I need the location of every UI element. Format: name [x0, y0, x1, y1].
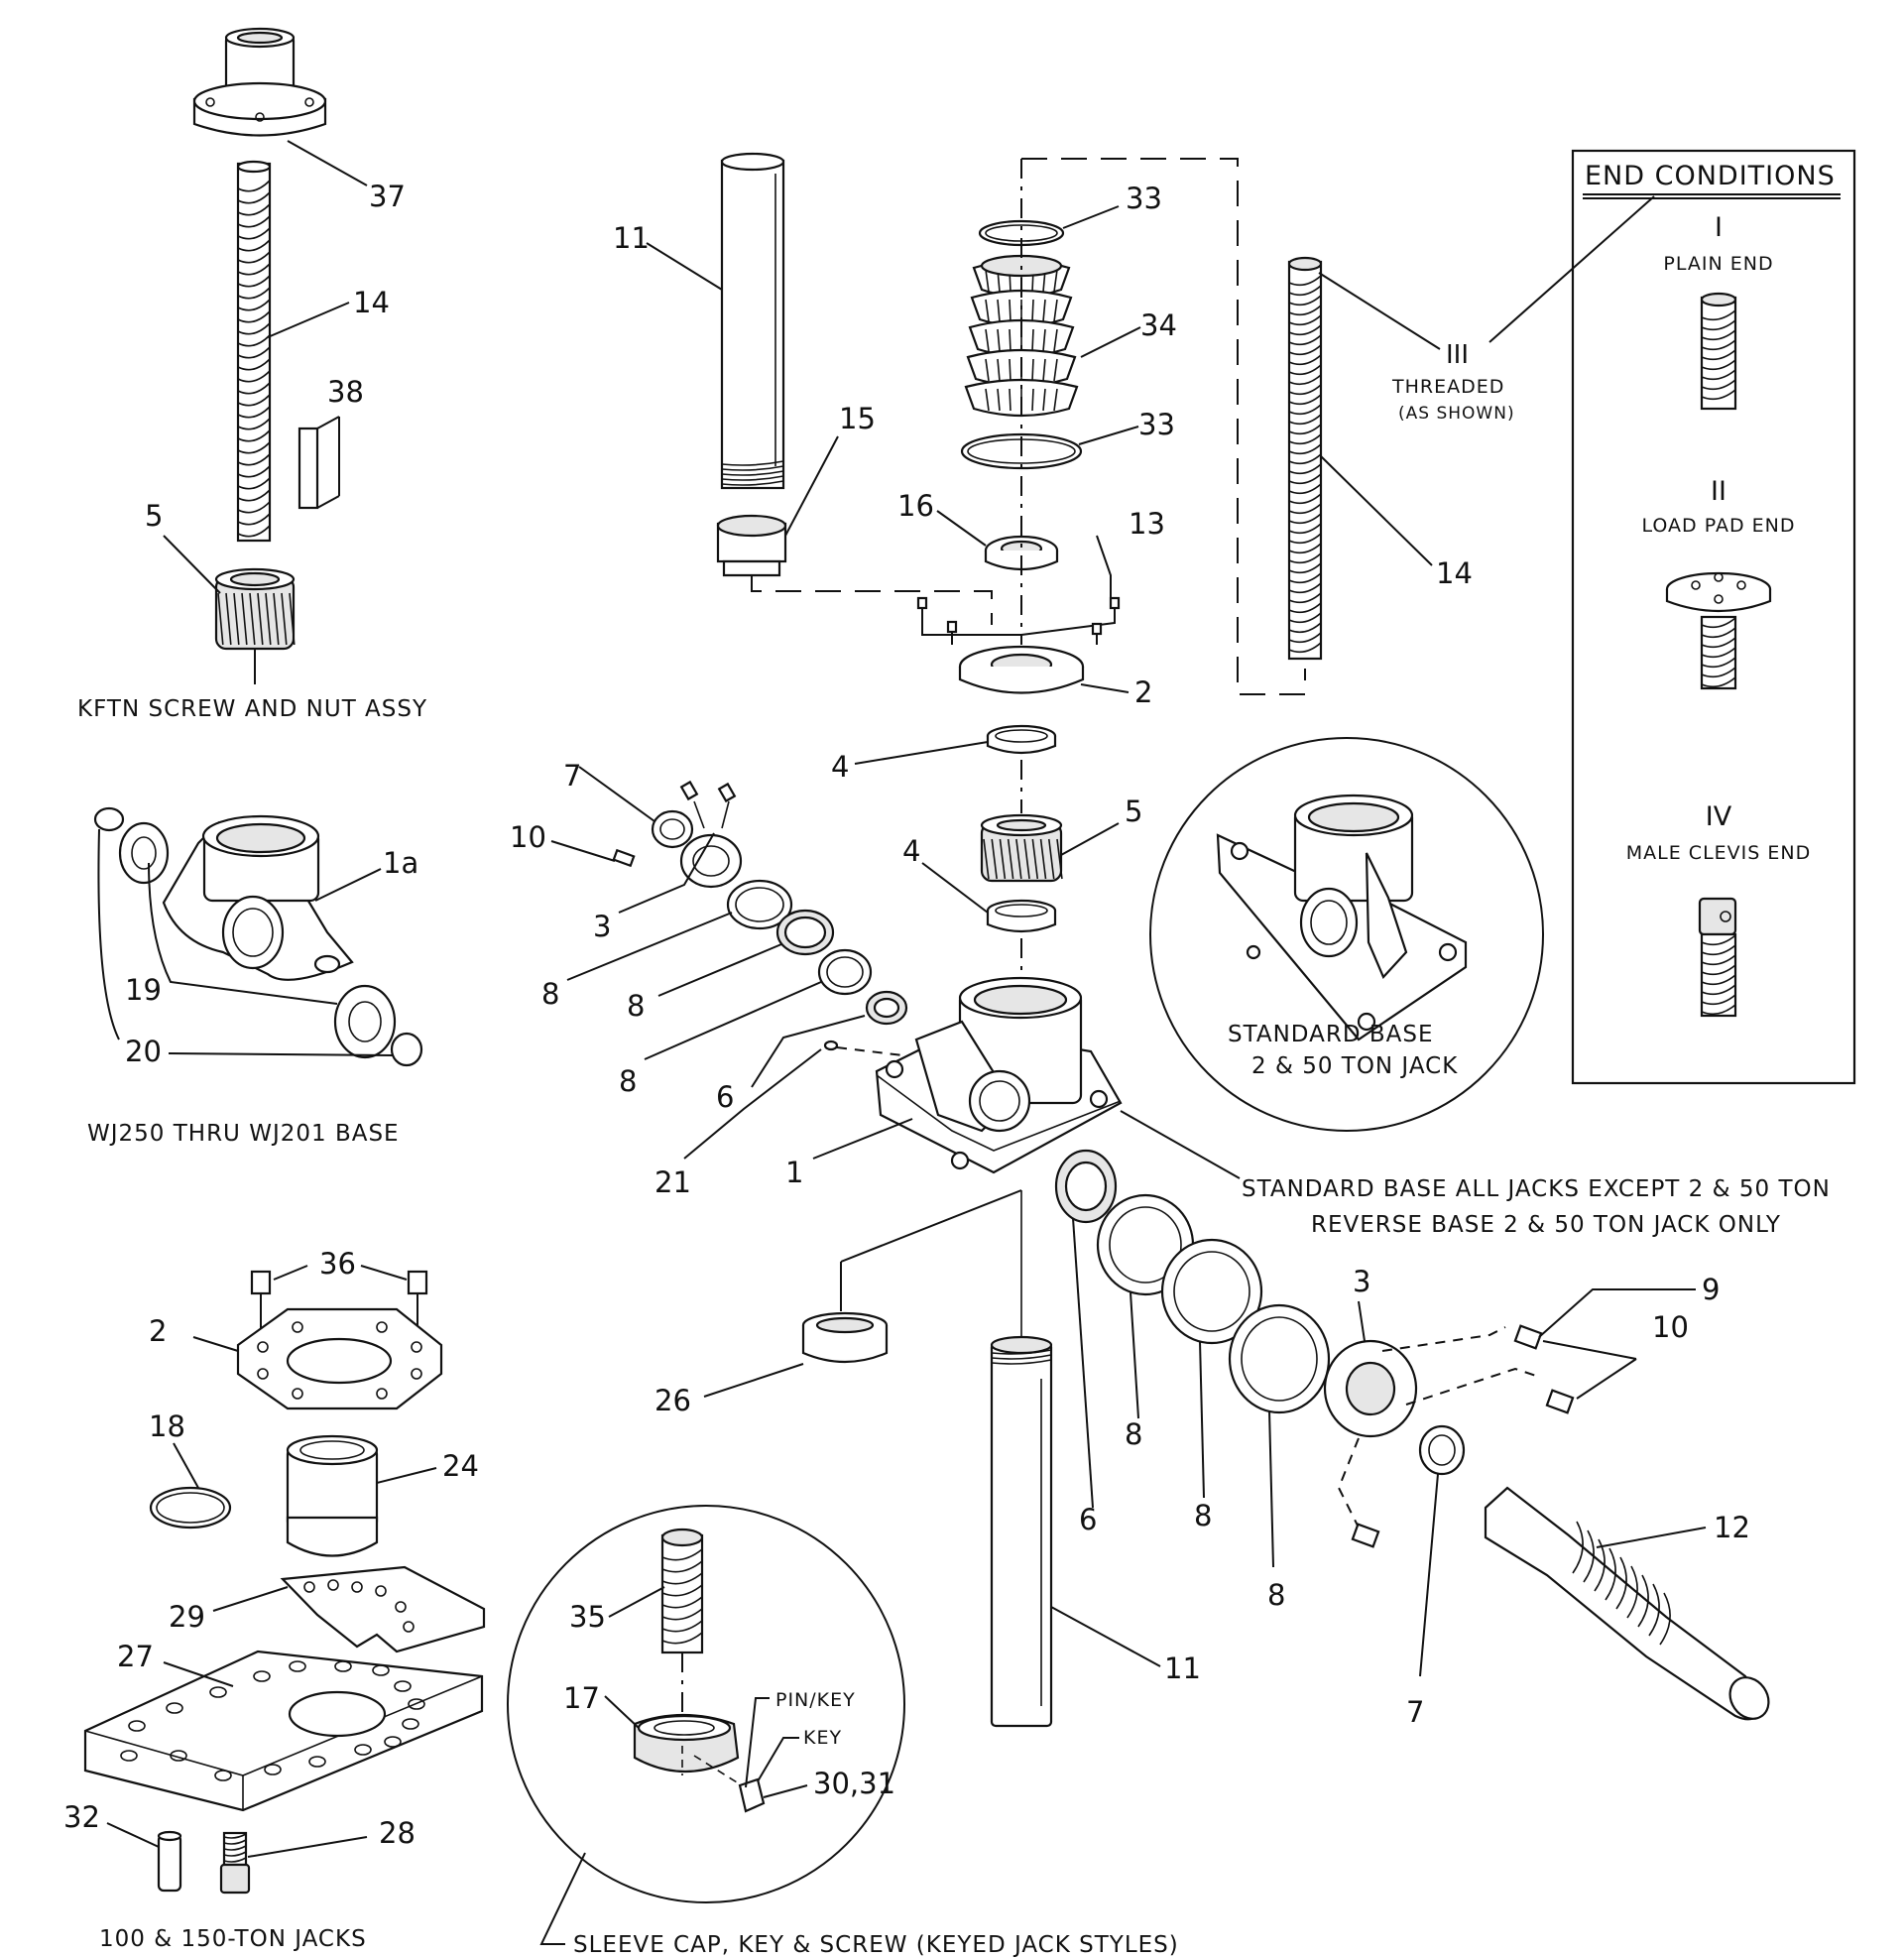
callout-13: 13 — [1129, 507, 1165, 541]
callout-2-plate: 2 — [149, 1314, 167, 1348]
sleeve-cap-inset — [507, 1505, 905, 1945]
callout-8-right-c: 8 — [1267, 1578, 1285, 1612]
callout-11-bottom: 11 — [1164, 1652, 1201, 1685]
end-condition-1-label: PLAIN END — [1663, 253, 1773, 275]
jacks-100-150 — [83, 1265, 486, 1895]
callout-35: 35 — [569, 1600, 606, 1634]
callout-7-left: 7 — [563, 759, 581, 793]
callout-24: 24 — [442, 1449, 479, 1483]
callout-36: 36 — [319, 1247, 356, 1281]
callout-34: 34 — [1140, 308, 1177, 342]
end-condition-4-numeral: IV — [1706, 801, 1732, 832]
end-conditions-panel — [1571, 149, 1856, 1085]
threaded-label: THREADED — [1391, 376, 1504, 398]
label-pin-key: PIN/KEY — [775, 1689, 856, 1711]
callout-7-right: 7 — [1406, 1695, 1424, 1729]
wj250-base — [93, 806, 423, 1067]
end-condition-1-numeral: I — [1715, 212, 1723, 243]
threaded-numeral: III — [1446, 340, 1469, 370]
label-key: KEY — [803, 1727, 842, 1749]
callout-6-left: 6 — [716, 1080, 734, 1114]
callout-38: 38 — [327, 375, 364, 409]
caption-kftn: KFTN SCREW AND NUT ASSY — [77, 696, 427, 722]
end-condition-2-label: LOAD PAD END — [1642, 515, 1796, 537]
caption-standard-base: STANDARD BASE — [1228, 1022, 1434, 1047]
callout-33-bottom: 33 — [1138, 408, 1175, 441]
callout-27: 27 — [117, 1640, 154, 1673]
kftn-assembly — [163, 27, 368, 684]
callout-5-gear: 5 — [1125, 795, 1142, 828]
center-top-assembly — [646, 152, 1306, 982]
callout-1: 1 — [785, 1156, 803, 1189]
caption-100-150-ton: 100 & 150-TON JACKS — [99, 1926, 367, 1952]
callout-28: 28 — [379, 1816, 416, 1850]
callout-33-top: 33 — [1126, 182, 1162, 215]
callout-17: 17 — [563, 1681, 600, 1715]
caption-reverse-base: REVERSE BASE 2 & 50 TON JACK ONLY — [1311, 1212, 1781, 1238]
caption-wj250: WJ250 THRU WJ201 BASE — [87, 1121, 400, 1147]
callout-8-left-c: 8 — [619, 1064, 637, 1098]
callout-4-bottom: 4 — [902, 834, 920, 868]
callout-29: 29 — [169, 1600, 205, 1634]
callout-14-right: 14 — [1436, 556, 1473, 590]
threaded-sub: (AS SHOWN) — [1398, 404, 1515, 424]
callout-37: 37 — [369, 180, 406, 213]
callout-8-left-b: 8 — [627, 989, 645, 1023]
callout-6-right: 6 — [1079, 1503, 1097, 1536]
right-screw — [1287, 256, 1441, 661]
callout-3-left: 3 — [593, 910, 611, 943]
callout-2-flange: 2 — [1134, 675, 1152, 709]
callout-3-right: 3 — [1353, 1265, 1370, 1298]
caption-sleeve-cap: SLEEVE CAP, KEY & SCREW (KEYED JACK STYL… — [573, 1932, 1179, 1958]
callout-8-right-a: 8 — [1125, 1417, 1142, 1451]
standard-base-inset — [1149, 737, 1544, 1132]
callout-10-left: 10 — [510, 820, 546, 854]
callout-10-right: 10 — [1652, 1310, 1689, 1344]
callout-12: 12 — [1714, 1511, 1750, 1544]
callout-14-screw: 14 — [353, 286, 390, 319]
callout-8-left-a: 8 — [541, 977, 559, 1011]
callout-8-right-b: 8 — [1194, 1499, 1212, 1532]
end-condition-2-numeral: II — [1711, 476, 1726, 507]
callout-5-nut: 5 — [145, 499, 163, 533]
main-base-assembly — [550, 766, 1770, 1728]
callout-4-top: 4 — [831, 750, 849, 784]
callout-30-31: 30,31 — [813, 1767, 895, 1800]
callout-15: 15 — [839, 402, 876, 435]
end-condition-4-label: MALE CLEVIS END — [1626, 842, 1811, 864]
callout-19: 19 — [125, 973, 162, 1007]
callout-11-tube: 11 — [613, 221, 650, 255]
callout-21: 21 — [654, 1165, 691, 1199]
callout-18: 18 — [149, 1409, 185, 1443]
callout-16: 16 — [897, 489, 934, 523]
callout-32: 32 — [63, 1800, 100, 1834]
callout-20: 20 — [125, 1035, 162, 1068]
caption-standard-base-all: STANDARD BASE ALL JACKS EXCEPT 2 & 50 TO… — [1242, 1176, 1831, 1202]
callout-26: 26 — [654, 1384, 691, 1417]
end-conditions-title: END CONDITIONS — [1585, 161, 1836, 191]
caption-standard-base-sub: 2 & 50 TON JACK — [1251, 1053, 1458, 1079]
callout-9: 9 — [1702, 1273, 1720, 1306]
callout-1a: 1a — [383, 846, 418, 880]
